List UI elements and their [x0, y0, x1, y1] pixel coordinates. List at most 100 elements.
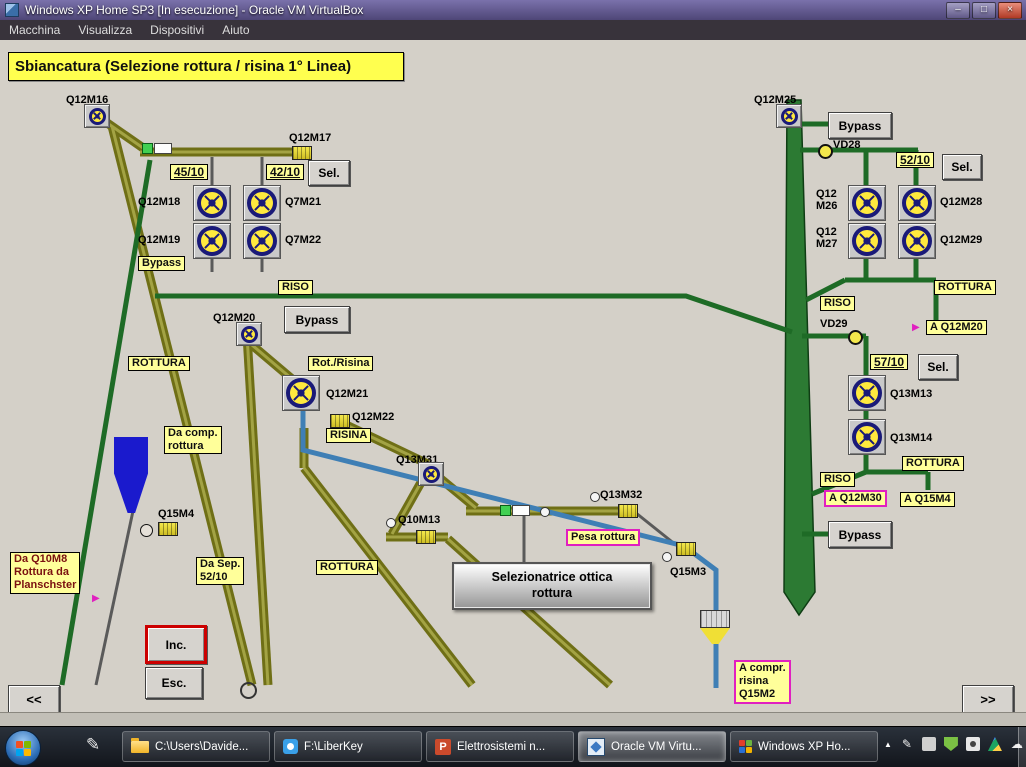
esc-button[interactable]: Esc.	[145, 667, 203, 699]
menu-dispositivi[interactable]: Dispositivi	[141, 21, 213, 39]
vent-icon	[540, 507, 550, 517]
compressor-hopper-icon	[700, 610, 730, 644]
machine-q13m31[interactable]	[418, 462, 444, 486]
dial-wheel-icon	[852, 188, 882, 218]
selezionatrice-panel[interactable]: Selezionatrice ottica rottura	[452, 562, 652, 610]
flow-riso-3: RISO	[820, 472, 855, 487]
label-vd29: VD29	[820, 318, 848, 330]
virtualbox-menubar: Macchina Visualizza Dispositivi Aiuto	[0, 20, 1026, 40]
machine-q13m14[interactable]	[848, 419, 886, 455]
machine-q12m19[interactable]	[193, 223, 231, 259]
bypass-indicator: Bypass	[138, 256, 185, 271]
tray-keyboard-icon[interactable]	[922, 737, 936, 751]
taskbar: ✎ C:\Users\Davide... F:\LiberKey P Elett…	[0, 726, 1026, 767]
taskbar-item-windows-xp[interactable]: Windows XP Ho...	[730, 731, 878, 762]
machine-q12m20[interactable]	[236, 322, 262, 346]
scada-screen: Sbiancatura (Selezione rottura / risina …	[0, 40, 1026, 726]
setpoint-52-10[interactable]: 52/10	[896, 152, 934, 168]
show-desktop-button[interactable]	[1018, 727, 1026, 767]
next-page-button[interactable]: >>	[962, 685, 1014, 714]
machine-q13m32[interactable]	[618, 504, 638, 518]
machine-q13m13[interactable]	[848, 375, 886, 411]
label-q7m21: Q7M21	[285, 196, 321, 208]
machine-q12m29[interactable]	[898, 223, 936, 259]
windows-xp-icon	[739, 740, 752, 753]
window-titlebar: Windows XP Home SP3 [In esecuzione] - Or…	[0, 0, 1026, 20]
machine-q15m4[interactable]	[158, 522, 178, 536]
note-da-sep: Da Sep. 52/10	[196, 557, 244, 585]
valve-vd29[interactable]	[848, 330, 863, 345]
valve-vd28[interactable]	[818, 144, 833, 159]
inc-button[interactable]: Inc.	[145, 625, 207, 664]
machine-q12m21[interactable]	[282, 375, 320, 411]
label-q12m17: Q12M17	[289, 132, 331, 144]
tray-drive-icon[interactable]	[988, 737, 1002, 751]
menu-macchina[interactable]: Macchina	[0, 21, 69, 39]
task-label: C:\Users\Davide...	[155, 741, 248, 753]
bypass-button-bottomright[interactable]: Bypass	[828, 521, 892, 548]
setpoint-57-10[interactable]: 57/10	[870, 354, 908, 370]
machine-q12m18[interactable]	[193, 185, 231, 221]
sel-button-2[interactable]: Sel.	[942, 154, 982, 180]
flow-rottura-3: ROTTURA	[934, 280, 996, 295]
sel-button-1[interactable]: Sel.	[308, 160, 350, 186]
prev-page-button[interactable]: <<	[8, 685, 60, 714]
machine-q7m21[interactable]	[243, 185, 281, 221]
dial-wheel-icon	[852, 422, 882, 452]
machine-q15m3[interactable]	[676, 542, 696, 556]
sel-button-3[interactable]: Sel.	[918, 354, 958, 380]
window-title: Windows XP Home SP3 [In esecuzione] - Or…	[25, 3, 363, 17]
windows-flag-icon	[16, 741, 31, 756]
flow-risina: RISINA	[326, 428, 371, 443]
taskbar-item-explorer[interactable]: C:\Users\Davide...	[122, 731, 270, 762]
machine-q12m27[interactable]	[848, 223, 886, 259]
taskbar-item-liberkey[interactable]: F:\LiberKey	[274, 731, 422, 762]
bypass-button-mid[interactable]: Bypass	[284, 306, 350, 333]
tray-camera-icon[interactable]	[966, 737, 980, 751]
dial-wheel-icon	[423, 466, 440, 483]
maximize-button[interactable]: □	[972, 2, 996, 19]
machine-q12m26[interactable]	[848, 185, 886, 221]
machine-q12m25[interactable]	[776, 104, 802, 128]
tray-shield-icon[interactable]	[944, 737, 958, 751]
dial-wheel-icon	[89, 108, 106, 125]
hidden-icons-arrow[interactable]: ▲	[884, 740, 892, 749]
nav-a-q15m4[interactable]: A Q15M4	[900, 492, 955, 507]
minimize-button[interactable]: –	[946, 2, 970, 19]
dial-wheel-icon	[241, 326, 258, 343]
virtualbox-icon	[587, 738, 605, 756]
taskbar-item-virtualbox[interactable]: Oracle VM Virtu...	[578, 731, 726, 762]
setpoint-45-10[interactable]: 45/10	[170, 164, 208, 180]
label-q10m13: Q10M13	[398, 514, 440, 526]
note-da-comp: Da comp. rottura	[164, 426, 222, 454]
dial-wheel-icon	[902, 188, 932, 218]
nav-a-q12m20[interactable]: A Q12M20	[926, 320, 987, 335]
nav-a-compr-risina[interactable]: A compr. risina Q15M2	[734, 660, 791, 704]
label-q15m3: Q15M3	[670, 566, 706, 578]
nav-a-q12m30[interactable]: A Q12M30	[824, 490, 887, 507]
page-title: Sbiancatura (Selezione rottura / risina …	[8, 52, 404, 81]
machine-q12m28[interactable]	[898, 185, 936, 221]
menu-aiuto[interactable]: Aiuto	[213, 21, 258, 39]
machine-q12m22[interactable]	[330, 414, 350, 428]
task-label: Elettrosistemi n...	[457, 741, 545, 753]
dial-wheel-icon	[197, 226, 227, 256]
label-q15m4: Q15M4	[158, 508, 194, 520]
menu-visualizza[interactable]: Visualizza	[69, 21, 141, 39]
taskbar-item-powerpoint[interactable]: P Elettrosistemi n...	[426, 731, 574, 762]
bypass-button-topright[interactable]: Bypass	[828, 112, 892, 139]
note-pesa-rottura[interactable]: Pesa rottura	[566, 529, 640, 546]
setpoint-42-10[interactable]: 42/10	[266, 164, 304, 180]
system-tray: ▲ ✎ ☁	[884, 737, 1024, 751]
vent-icon	[590, 492, 600, 502]
tray-pen-icon[interactable]: ✎	[900, 737, 914, 751]
machine-q12m17[interactable]	[292, 146, 312, 160]
pinned-app-icon[interactable]: ✎	[80, 735, 106, 759]
close-button[interactable]: ×	[998, 2, 1022, 19]
flow-arrow-icon: ▶	[92, 594, 100, 604]
start-button[interactable]	[5, 730, 41, 766]
machine-q10m13[interactable]	[416, 530, 436, 544]
machine-q12m16[interactable]	[84, 104, 110, 128]
machine-q7m22[interactable]	[243, 223, 281, 259]
dial-wheel-icon	[247, 188, 277, 218]
